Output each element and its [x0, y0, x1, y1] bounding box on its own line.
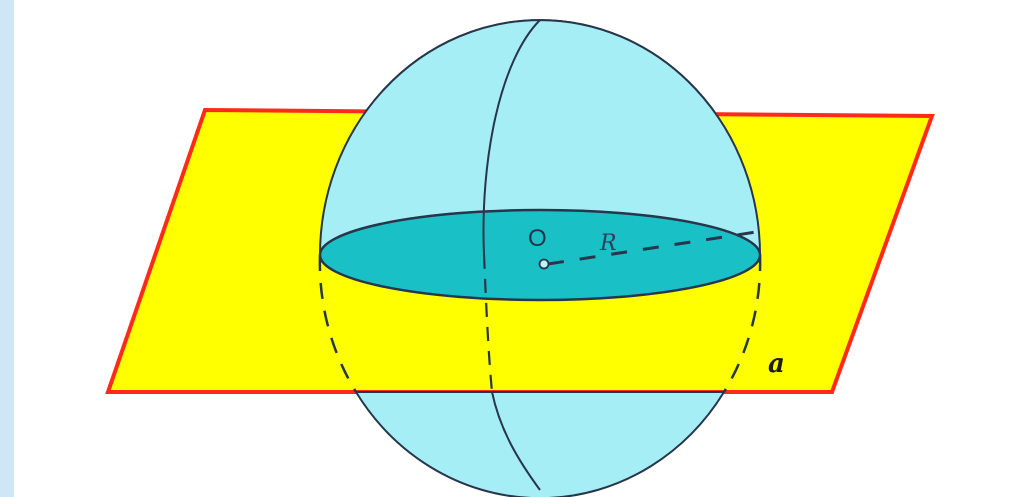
meridian-upper — [482, 19, 541, 256]
sphere-hidden-outline-right — [722, 254, 762, 393]
frame-left-edge — [0, 0, 14, 497]
sphere-hidden-outline-left — [318, 254, 358, 393]
radius-label: R — [599, 231, 617, 256]
meridian-hidden — [482, 254, 494, 393]
sphere-lower-hemisphere — [354, 391, 726, 497]
center-label: O — [528, 225, 547, 252]
cross-section-circle — [318, 208, 762, 302]
radius-line — [547, 230, 757, 266]
meridian-lower — [491, 391, 541, 491]
center-point — [538, 258, 550, 270]
plane-label: a — [768, 349, 785, 379]
